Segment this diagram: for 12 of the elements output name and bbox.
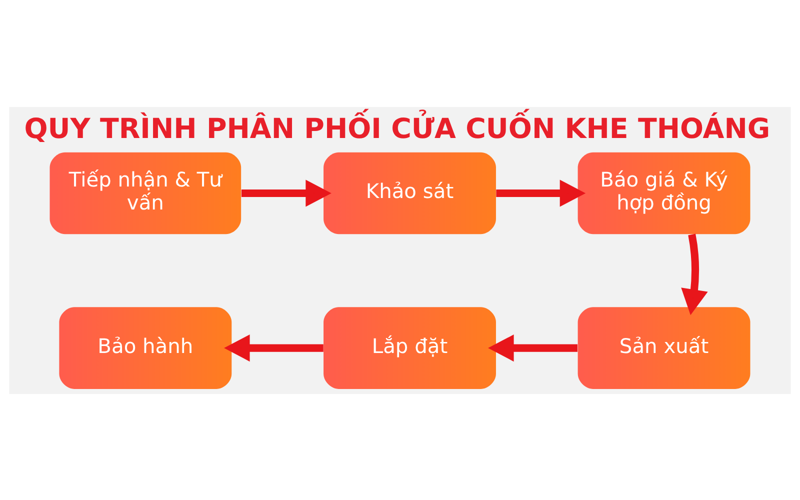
node-box: Lắp đặt	[324, 306, 496, 388]
arrow	[224, 334, 324, 362]
node-box: Tiếp nhận & Tư vấn	[50, 152, 242, 234]
diagram-title: QUY TRÌNH PHÂN PHỐI CỬA CUỐN KHE THOÁNG	[24, 111, 770, 144]
node-box: Bảo hành	[59, 306, 232, 388]
arrow	[241, 179, 332, 206]
arrow	[681, 233, 708, 315]
node-box: Báo giá & Ký hợp đồng	[578, 152, 750, 234]
arrow	[496, 179, 586, 206]
node-box: Sản xuất	[578, 306, 750, 388]
arrow	[488, 334, 578, 362]
node-box: Khảo sát	[324, 152, 496, 234]
